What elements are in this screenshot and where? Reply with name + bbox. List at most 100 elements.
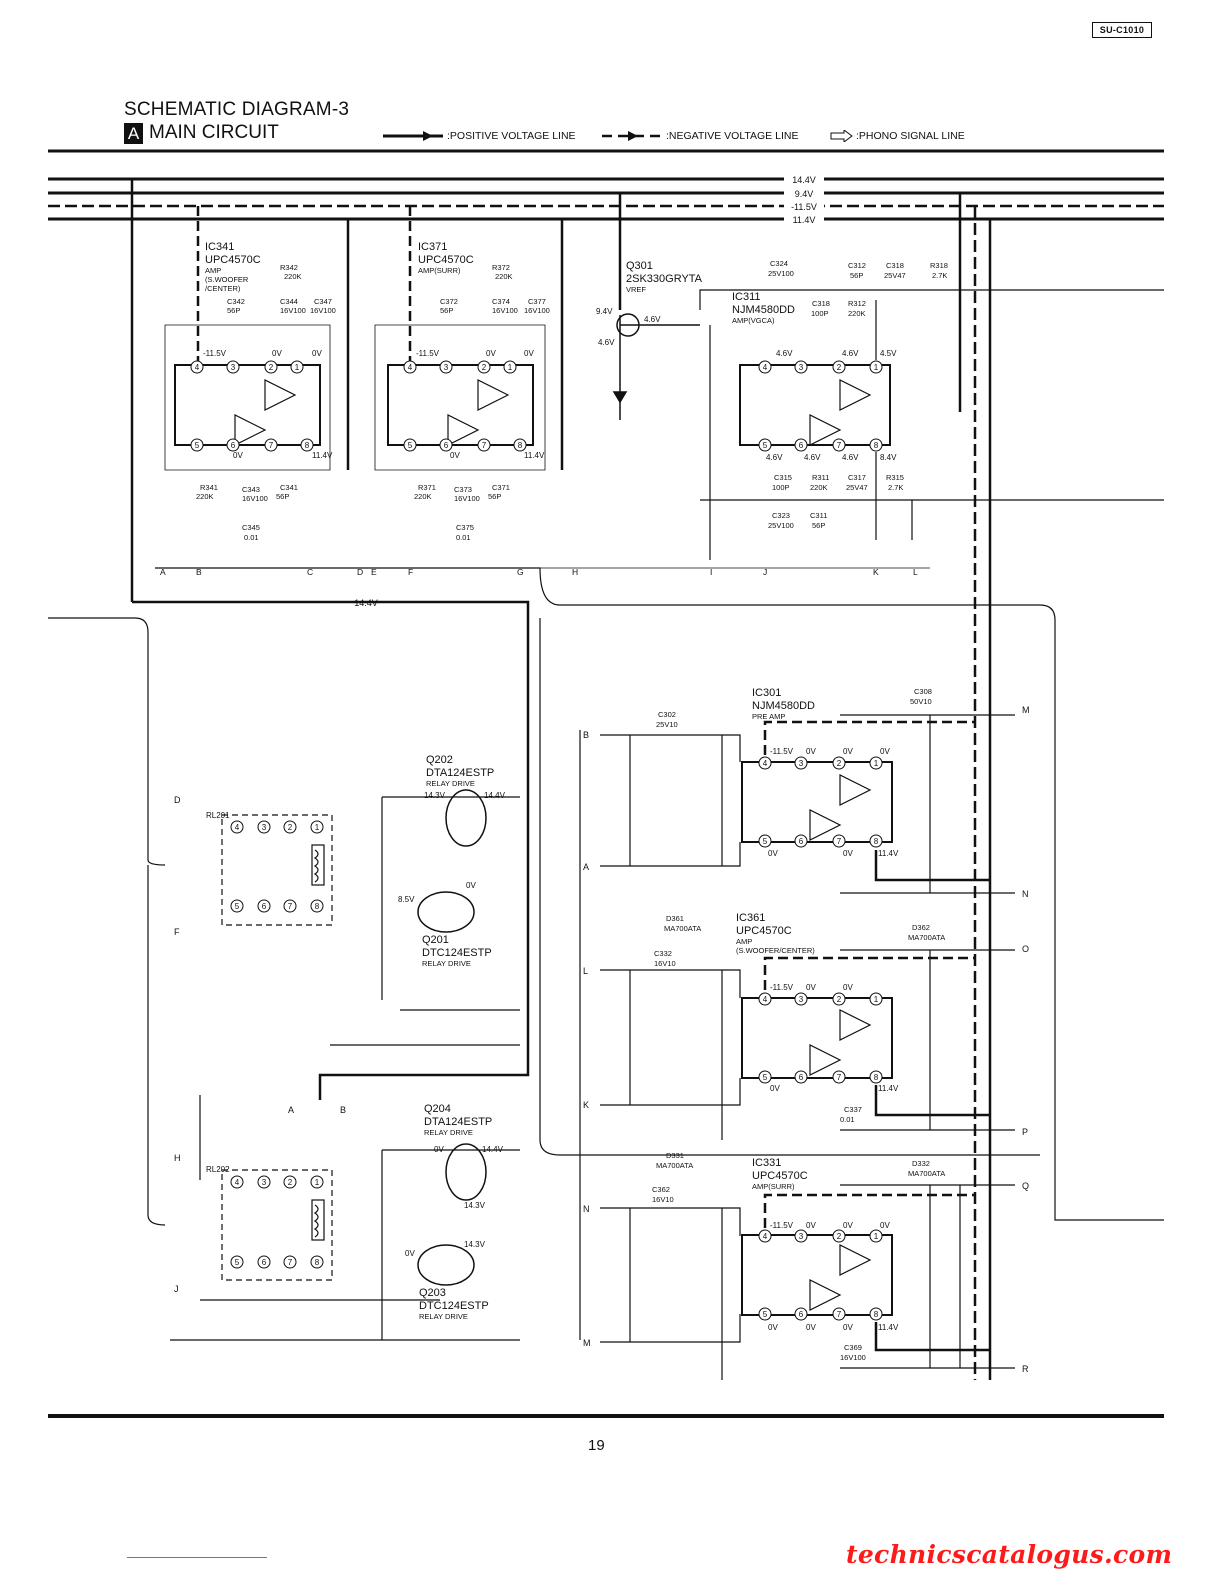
svg-text:C324: C324 [770, 259, 788, 268]
svg-text:C318: C318 [812, 299, 830, 308]
positive-line-icon [383, 131, 443, 141]
svg-text:6: 6 [262, 902, 267, 911]
svg-text:-11.5V: -11.5V [770, 747, 794, 756]
svg-text:25V47: 25V47 [846, 483, 868, 492]
svg-text:0V: 0V [450, 451, 460, 460]
relay-rl201 [221, 814, 333, 926]
svg-text:UPC4570C: UPC4570C [418, 254, 474, 266]
svg-text:UPC4570C: UPC4570C [205, 254, 261, 266]
svg-text:3: 3 [799, 363, 804, 372]
svg-text:R312: R312 [848, 299, 866, 308]
svg-text:J: J [763, 567, 767, 577]
svg-text:R315: R315 [886, 473, 904, 482]
component-labels: C342 56P R342 220K C344 16V100 C347 16V1… [196, 259, 948, 1362]
svg-text:D362: D362 [912, 923, 930, 932]
pos-rail-lower [874, 850, 990, 1352]
svg-text:F: F [174, 927, 180, 937]
svg-text:C374: C374 [492, 297, 510, 306]
svg-text:D: D [357, 567, 363, 577]
legend-negative-label: :NEGATIVE VOLTAGE LINE [666, 130, 799, 142]
svg-text:5: 5 [235, 1258, 240, 1267]
svg-text:NJM4580DD: NJM4580DD [752, 700, 815, 712]
ic301-pins: 4 3 2 1 5 6 7 8 [758, 756, 883, 848]
svg-text:0V: 0V [806, 983, 816, 992]
ic371-block [374, 324, 546, 471]
svg-text:D: D [174, 795, 181, 805]
svg-text:AMP(SURR): AMP(SURR) [418, 266, 461, 275]
svg-text:-11.5V: -11.5V [770, 983, 794, 992]
rail-label: 14.4V [792, 175, 816, 185]
svg-text:1: 1 [874, 1232, 879, 1241]
svg-text:2: 2 [837, 363, 842, 372]
svg-text:R318: R318 [930, 261, 948, 270]
svg-text:0V: 0V [843, 1323, 853, 1332]
svg-text:L: L [583, 966, 588, 976]
svg-text:P: P [1022, 1127, 1028, 1137]
svg-text:C362: C362 [652, 1185, 670, 1194]
svg-text:/CENTER): /CENTER) [205, 284, 241, 293]
svg-text:6: 6 [799, 1310, 804, 1319]
svg-text:4.6V: 4.6V [644, 315, 661, 324]
ic-left-connectors: B A L K N M [583, 730, 591, 1348]
svg-text:C347: C347 [314, 297, 332, 306]
svg-text:0V: 0V [524, 349, 534, 358]
svg-text:0.01: 0.01 [456, 533, 471, 542]
svg-text:UPC4570C: UPC4570C [752, 1170, 808, 1182]
svg-text:56P: 56P [276, 492, 289, 501]
svg-text:(S.WOOFER: (S.WOOFER [205, 275, 249, 284]
svg-text:C369: C369 [844, 1343, 862, 1352]
svg-text:0.01: 0.01 [244, 533, 259, 542]
svg-text:4.6V: 4.6V [766, 453, 783, 462]
svg-text:G: G [517, 567, 524, 577]
svg-text:6: 6 [444, 441, 449, 450]
right-connectors: M N O P Q R [1022, 705, 1030, 1374]
legend-positive: :POSITIVE VOLTAGE LINE [383, 130, 576, 142]
svg-text:0V: 0V [806, 747, 816, 756]
rl201-pins: 4 3 2 1 5 6 7 8 [230, 820, 324, 913]
svg-text:14.3V: 14.3V [424, 791, 446, 800]
svg-text:R: R [1022, 1364, 1029, 1374]
svg-text:9.4V: 9.4V [596, 307, 613, 316]
svg-text:Q202: Q202 [426, 754, 453, 766]
svg-text:1: 1 [874, 759, 879, 768]
mid-rail-label: 14.4V [354, 598, 378, 608]
ic331-block [741, 1234, 893, 1316]
svg-text:2: 2 [837, 995, 842, 1004]
svg-text:O: O [1022, 944, 1029, 954]
svg-text:2: 2 [837, 1232, 842, 1241]
svg-text:C311: C311 [810, 511, 827, 520]
svg-text:H: H [174, 1153, 181, 1163]
section-badge: A [124, 122, 143, 144]
svg-text:A: A [583, 862, 589, 872]
svg-text:IC331: IC331 [752, 1157, 781, 1169]
svg-text:1: 1 [874, 363, 879, 372]
svg-text:RELAY DRIVE: RELAY DRIVE [424, 1128, 473, 1137]
svg-text:50V10: 50V10 [910, 697, 932, 706]
svg-text:4.6V: 4.6V [598, 338, 615, 347]
svg-text:C315: C315 [774, 473, 792, 482]
svg-text:25V100: 25V100 [768, 269, 794, 278]
svg-text:14.4V: 14.4V [484, 791, 506, 800]
svg-text:C341: C341 [280, 483, 298, 492]
svg-text:C318: C318 [886, 261, 904, 270]
svg-text:2: 2 [288, 823, 293, 832]
svg-text:56P: 56P [488, 492, 501, 501]
watermark-link[interactable]: technicscatalogus.com [846, 1540, 1173, 1569]
svg-text:UPC4570C: UPC4570C [736, 925, 792, 937]
svg-text:DTA124ESTP: DTA124ESTP [424, 1116, 492, 1128]
svg-text:7: 7 [288, 1258, 293, 1267]
relay-rl202 [221, 1169, 333, 1281]
svg-text:B: B [196, 567, 202, 577]
svg-text:0V: 0V [768, 1323, 778, 1332]
svg-text:-11.5V: -11.5V [416, 349, 440, 358]
lower-ic-wiring [600, 714, 1015, 1380]
svg-text:C371: C371 [492, 483, 510, 492]
svg-text:100P: 100P [811, 309, 829, 318]
svg-text:C345: C345 [242, 523, 260, 532]
svg-text:5: 5 [763, 1310, 768, 1319]
rail-label: -11.5V [791, 202, 817, 212]
svg-text:C308: C308 [914, 687, 932, 696]
ic311-wiring [699, 289, 1164, 560]
svg-text:4: 4 [763, 995, 768, 1004]
svg-text:16V100: 16V100 [454, 494, 480, 503]
